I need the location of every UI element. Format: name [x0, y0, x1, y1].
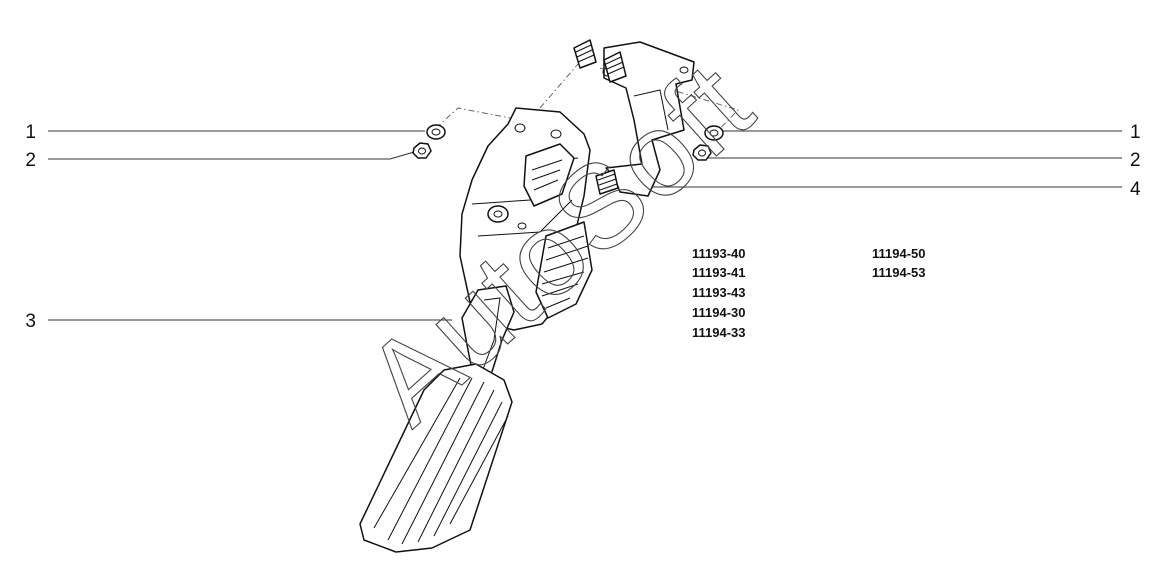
- assembly-line-left: [435, 107, 553, 129]
- model-code: 11194-30: [692, 305, 746, 320]
- nut-left: [412, 142, 432, 159]
- callout-left-1: 1: [25, 122, 36, 143]
- callout-right-4: 4: [1130, 179, 1141, 200]
- callout-right-1: 1: [1130, 122, 1141, 143]
- pedal-pad: [359, 363, 513, 553]
- assembly-line-stud: [539, 63, 579, 109]
- model-code: 11193-43: [692, 285, 746, 300]
- callout-left-3: 3: [25, 311, 36, 332]
- callout-left-2: 2: [25, 150, 36, 171]
- callout-right-2: 2: [1130, 150, 1141, 171]
- assembly-line-right: [599, 67, 739, 138]
- leader-left-2-tip: [389, 151, 415, 160]
- washer-right: [704, 125, 724, 141]
- model-code: 11194-50: [872, 246, 926, 261]
- pedal-spring-cover: [535, 221, 593, 319]
- watermark-text: AutoSoft: [341, 38, 778, 450]
- leader-lines: [48, 130, 1122, 321]
- bracket-studs: [573, 39, 627, 195]
- callouts: 1 2 3 1 2 4: [25, 122, 1141, 332]
- model-code: 11194-53: [872, 265, 926, 280]
- nut-right: [692, 144, 712, 161]
- model-codes-column-1: 11193-40 11193-41 11193-43 11194-30 1119…: [692, 246, 746, 340]
- model-codes-column-2: 11194-50 11194-53: [872, 246, 926, 280]
- model-code: 11193-40: [692, 246, 746, 261]
- model-code: 11194-33: [692, 325, 746, 340]
- model-code: 11193-41: [692, 265, 746, 280]
- washer-left: [426, 124, 446, 140]
